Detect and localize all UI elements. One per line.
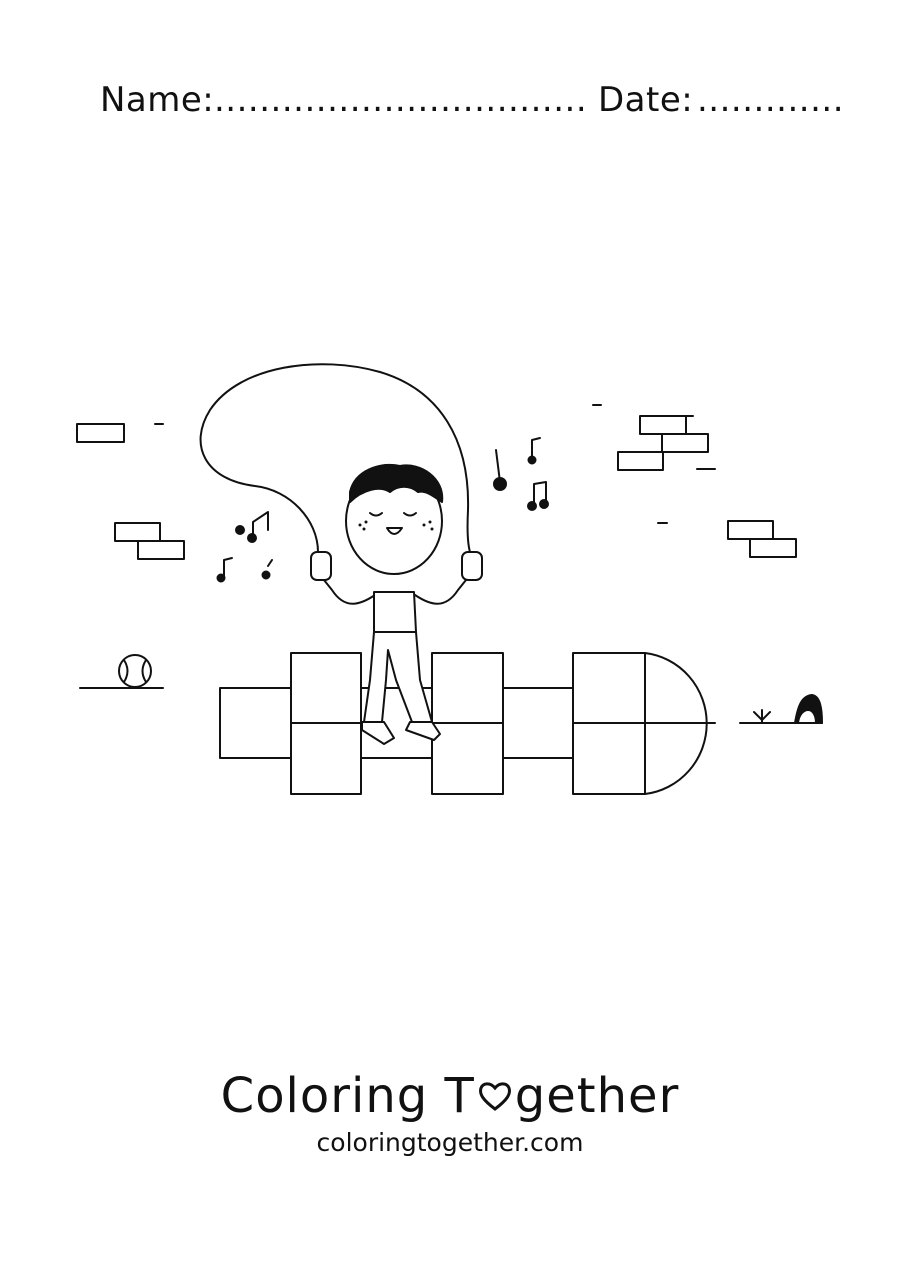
brand-title-part2: gether	[514, 1068, 680, 1124]
worksheet-header: Name: ..................................…	[0, 72, 900, 132]
date-field[interactable]: .........................	[697, 80, 842, 120]
jump-rope-icon	[199, 363, 471, 553]
brand-title-part1: Coloring T	[220, 1068, 475, 1124]
name-field[interactable]: ........................................…	[214, 80, 586, 120]
date-label: Date:	[598, 80, 694, 120]
boy-figure	[310, 464, 483, 745]
brand-url[interactable]: coloringtogether.com	[316, 1128, 584, 1157]
ground-decoration	[739, 694, 823, 724]
brick-icon	[592, 404, 797, 558]
hopscotch-icon	[219, 652, 716, 795]
baseball-icon	[79, 654, 164, 689]
brick-icon	[76, 423, 185, 560]
heart-icon	[478, 1082, 511, 1111]
brand-footer: Coloring T gether coloringtogether.com	[0, 1068, 900, 1157]
name-label: Name:	[100, 80, 215, 120]
brand-logo: Coloring T gether	[221, 1068, 680, 1124]
music-note-icon	[216, 437, 549, 583]
